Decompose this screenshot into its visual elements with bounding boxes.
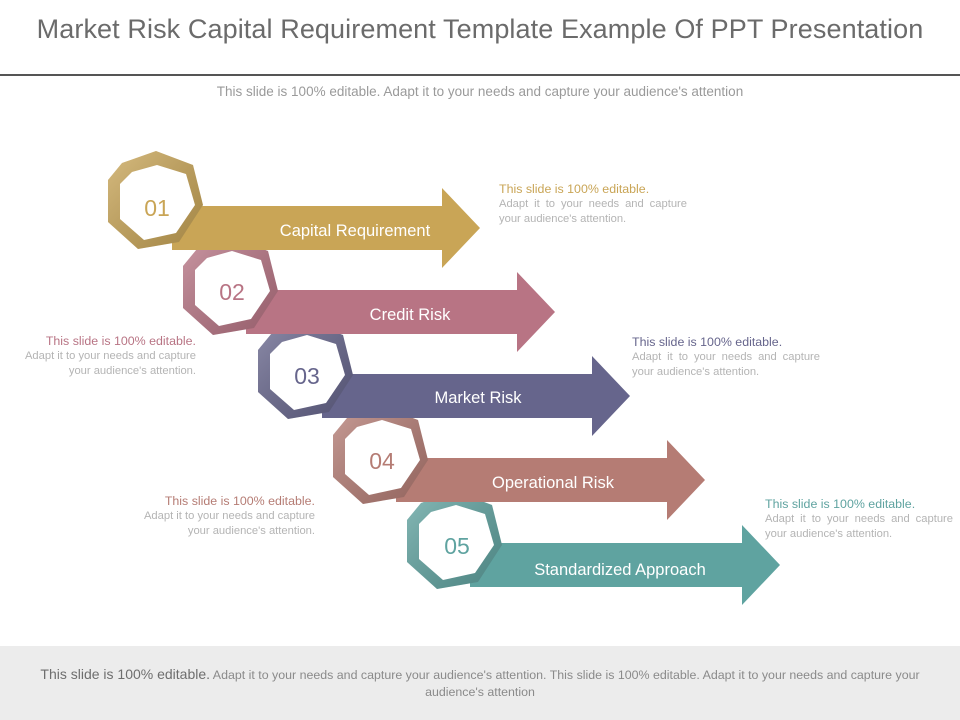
title-divider bbox=[0, 74, 960, 76]
step-1-number: 01 bbox=[144, 195, 170, 221]
footer-lead: This slide is 100% editable. bbox=[40, 666, 211, 682]
step-2-description: This slide is 100% editable. Adapt it to… bbox=[8, 334, 196, 379]
step-3: Market Risk 03 bbox=[258, 321, 630, 436]
step-4-number: 04 bbox=[369, 448, 395, 474]
step-5: Standardized Approach 05 bbox=[407, 491, 780, 605]
step-1: Capital Requirement 01 bbox=[108, 151, 480, 268]
step-1-badge bbox=[120, 165, 195, 240]
step-3-arrow bbox=[322, 356, 630, 436]
step-2: Credit Risk 02 bbox=[183, 237, 555, 352]
step-5-number: 05 bbox=[444, 533, 470, 559]
footer-bar: This slide is 100% editable. Adapt it to… bbox=[0, 646, 960, 720]
step-4-description-body: Adapt it to your needs and capture your … bbox=[143, 510, 315, 537]
step-2-arrow bbox=[246, 272, 555, 352]
step-5-badge bbox=[419, 505, 494, 580]
step-4-description-lead: This slide is 100% editable. bbox=[164, 494, 315, 508]
step-2-description-lead: This slide is 100% editable. bbox=[45, 334, 196, 348]
step-3-number: 03 bbox=[294, 363, 320, 389]
step-4-badge bbox=[345, 420, 420, 495]
step-1-arrow bbox=[172, 188, 480, 268]
slide-title: Market Risk Capital Requirement Template… bbox=[36, 14, 924, 44]
slide-subtitle: This slide is 100% editable. Adapt it to… bbox=[216, 84, 744, 99]
step-5-label: Standardized Approach bbox=[534, 561, 706, 579]
step-3-description: This slide is 100% editable. Adapt it to… bbox=[632, 335, 820, 380]
step-1-description-lead: This slide is 100% editable. bbox=[499, 182, 650, 196]
step-2-description-body: Adapt it to your needs and capture your … bbox=[24, 350, 196, 377]
step-3-badge bbox=[270, 335, 345, 410]
step-1-description-body: Adapt it to your needs and capture your … bbox=[499, 198, 687, 225]
step-3-description-lead: This slide is 100% editable. bbox=[632, 335, 783, 349]
step-5-description-lead: This slide is 100% editable. bbox=[765, 497, 916, 511]
footer-text: This slide is 100% editable. Adapt it to… bbox=[30, 666, 930, 701]
step-5-arrow bbox=[470, 525, 780, 605]
step-4: Operational Risk 04 bbox=[333, 406, 705, 520]
step-5-description-body: Adapt it to your needs and capture your … bbox=[765, 513, 953, 540]
step-4-label: Operational Risk bbox=[492, 474, 615, 492]
step-3-description-body: Adapt it to your needs and capture your … bbox=[632, 351, 820, 378]
step-4-arrow bbox=[396, 440, 705, 520]
step-2-number: 02 bbox=[219, 279, 245, 305]
step-5-description: This slide is 100% editable. Adapt it to… bbox=[765, 497, 953, 542]
step-2-badge bbox=[195, 251, 270, 326]
step-1-description: This slide is 100% editable. Adapt it to… bbox=[499, 182, 687, 227]
footer-body: Adapt it to your needs and capture your … bbox=[210, 668, 920, 699]
step-3-label: Market Risk bbox=[434, 389, 522, 407]
step-1-label: Capital Requirement bbox=[280, 222, 431, 240]
step-2-label: Credit Risk bbox=[370, 306, 451, 324]
step-4-description: This slide is 100% editable. Adapt it to… bbox=[127, 494, 315, 539]
